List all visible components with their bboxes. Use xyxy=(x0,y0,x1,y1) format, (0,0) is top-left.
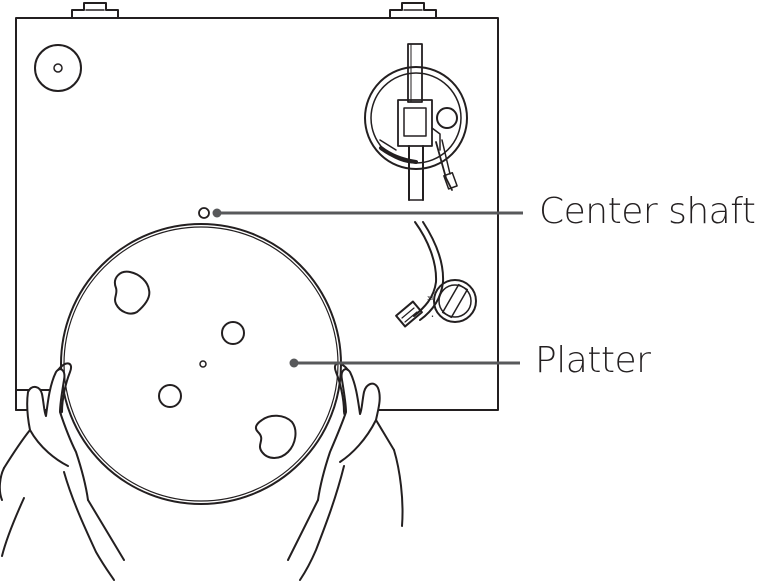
speed-selector-knob: 33 • xyxy=(427,280,476,322)
center-shaft xyxy=(199,208,209,218)
hinge-left xyxy=(72,3,118,18)
svg-text:33: 33 xyxy=(427,296,433,302)
hinge-right xyxy=(390,3,436,18)
headshell xyxy=(396,222,443,326)
right-hand xyxy=(288,363,403,580)
platter-hole-large-2 xyxy=(256,416,296,458)
platter-center-hole xyxy=(200,361,206,367)
platter-hole-small-1 xyxy=(222,322,244,344)
center-shaft-label: Center shaft xyxy=(539,191,756,232)
platter-leader-dot xyxy=(289,358,299,368)
turntable-chassis xyxy=(16,3,498,410)
left-hand xyxy=(0,363,124,580)
platter-label: Platter xyxy=(535,340,651,381)
platter-hole-large-1 xyxy=(115,272,149,314)
svg-text:•: • xyxy=(431,314,434,320)
tonearm-assembly xyxy=(365,44,467,200)
center-shaft-leader-dot xyxy=(212,208,222,218)
adapter-holder xyxy=(35,45,81,91)
platter-hole-small-2 xyxy=(159,385,181,407)
